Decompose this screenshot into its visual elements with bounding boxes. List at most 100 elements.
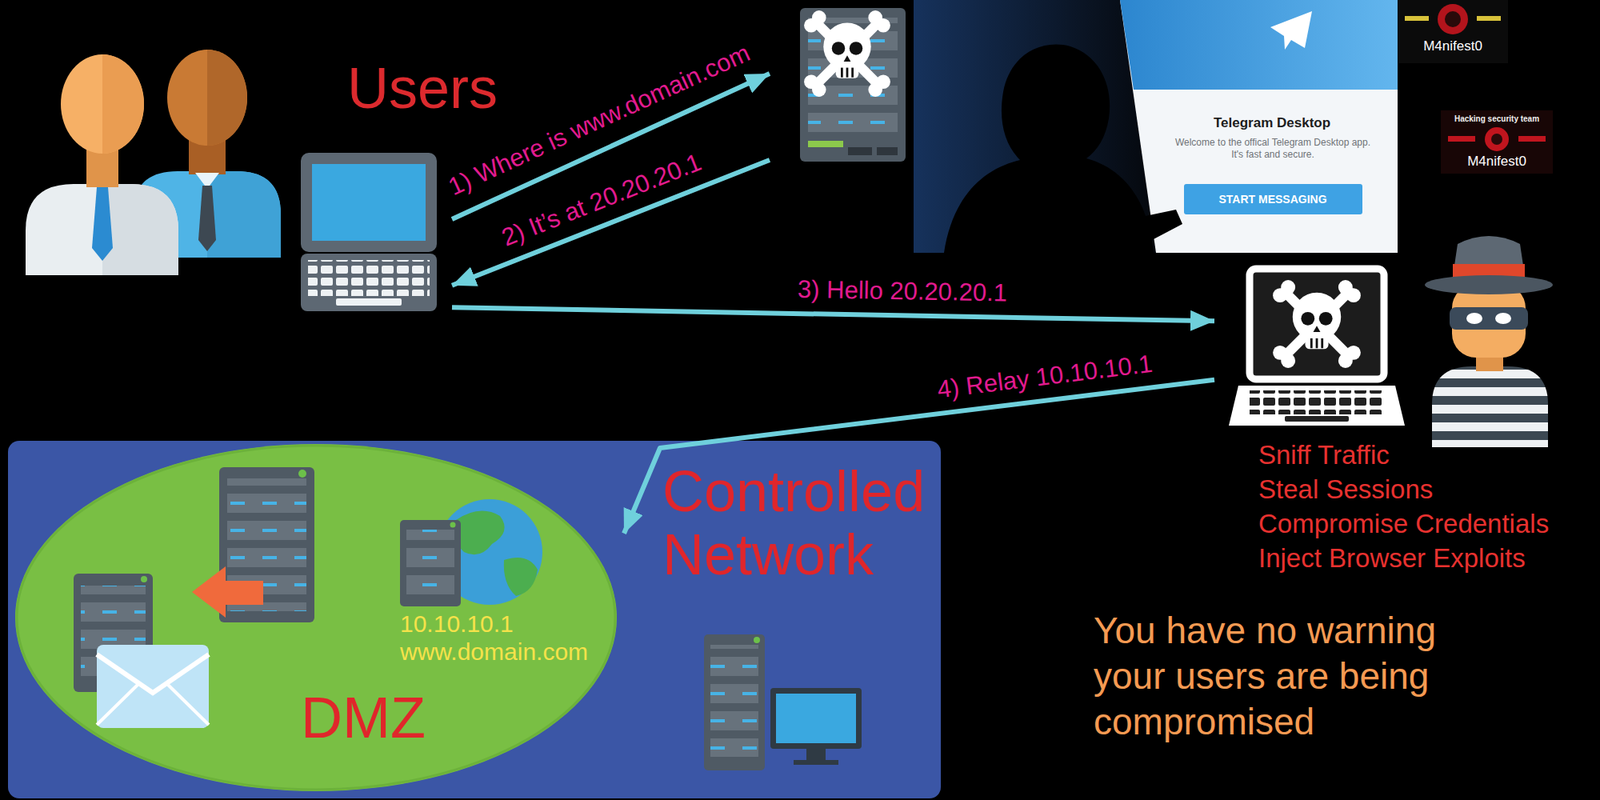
user-icon [102, 54, 144, 154]
workstation-icon [753, 636, 760, 644]
web-server-icon [406, 529, 455, 600]
user-laptop [312, 164, 426, 241]
label-holder: 4) Relay 10.10.10.1 [936, 348, 1155, 404]
workstation-icon [776, 693, 856, 744]
dns-server-icon [808, 140, 844, 148]
text-holder: Steal Sessions [1258, 472, 1433, 506]
app-title: Telegram Desktop [1213, 115, 1331, 132]
team-logo [1476, 16, 1501, 21]
web-server-icon [453, 511, 505, 556]
user-icon [25, 49, 281, 276]
team-logo [1398, 0, 1508, 64]
mail-server [140, 576, 148, 583]
step-label: 3) Hello 20.20.20.1 [797, 275, 1008, 308]
warning-note: You have no warning your users are being… [1093, 608, 1470, 745]
user-icon [25, 184, 179, 276]
user-icon [207, 171, 281, 258]
web-server: 10.10.10.1 www.domain.com [396, 504, 624, 677]
team-logo [1448, 136, 1476, 142]
telegram-photo [913, 0, 1398, 253]
logo-text: M4nifest0 [1467, 153, 1527, 170]
zone-title: DMZ [300, 684, 426, 752]
text-holder: Sniff Traffic [1258, 438, 1390, 472]
users-group: Users [24, 48, 452, 324]
hacker-figure [1452, 264, 1525, 277]
team-logo [1437, 4, 1468, 35]
user-laptop [300, 152, 437, 312]
dmz-zone: DMZ 10.10.10.1 www.domain.com [15, 444, 617, 792]
text-holder: Compromise Credentials [1258, 507, 1549, 540]
team-logo [1404, 16, 1429, 21]
telegram-photo [1120, 0, 1398, 90]
dns-server [769, 6, 914, 167]
user-icon [92, 187, 113, 261]
hacker-figure [1424, 236, 1553, 448]
label-holder: 3) Hello 20.20.20.1 [797, 275, 1008, 308]
workstation-icon [704, 634, 765, 771]
attacker-laptop-icon [1249, 390, 1384, 415]
telegram-photo [944, 44, 1183, 253]
dmz-fill [15, 444, 617, 792]
telegram-photo [913, 0, 1398, 253]
text-holder: M4nifest0 [1423, 38, 1483, 55]
workstation-icon [806, 748, 826, 760]
workstation-icon [793, 760, 839, 765]
attack-step: Sniff Traffic [1258, 438, 1390, 472]
web-server-icon [400, 520, 461, 607]
text-holder: You have no warning your users are being… [1093, 608, 1470, 745]
attacker-laptop-icon [1284, 416, 1349, 422]
web-server-icon [504, 557, 538, 596]
hacker-figure [1449, 307, 1528, 330]
user-laptop [300, 253, 437, 312]
text-holder: 10.10.10.1 www.domain.com [400, 610, 610, 666]
team-logo [1440, 110, 1553, 174]
logo-tagline: Hacking security team [1454, 114, 1540, 124]
network-title: Controlled Network [662, 460, 935, 587]
telegram-photo [1184, 184, 1363, 215]
attack-step: Compromise Credentials [1258, 507, 1549, 540]
mail-server [96, 684, 209, 725]
web-server-icon [450, 522, 456, 528]
web-server-icon [400, 499, 543, 607]
mail-server [96, 644, 209, 728]
mail-server [73, 573, 209, 728]
user-icon [167, 49, 248, 146]
team-logo [1440, 110, 1553, 174]
step-label: 4) Relay 10.10.10.1 [936, 348, 1155, 404]
hacker-figure [1432, 366, 1548, 448]
dmz-server [298, 469, 307, 478]
dns-server-icon [800, 8, 906, 162]
attack-step: Steal Sessions [1258, 472, 1433, 506]
user-laptop [300, 152, 437, 252]
hacker-figure [1466, 312, 1483, 324]
logo-text: M4nifest0 [1423, 38, 1483, 55]
telegram-photo [1270, 11, 1312, 50]
user-icon [198, 185, 216, 252]
text-holder: Inject Browser Exploits [1258, 541, 1526, 575]
team-logo [1491, 133, 1503, 145]
text-holder: DMZ [300, 684, 426, 752]
text-holder: Welcome to the offical Telegram Desktop … [1170, 136, 1376, 161]
text-holder: M4nifest0 [1467, 153, 1527, 170]
attacker-machine: Sniff TrafficSteal SessionsCompromise Cr… [1214, 232, 1576, 584]
mail-server [96, 654, 209, 693]
user-icon [102, 184, 179, 276]
team-logo [1444, 11, 1461, 28]
team-logo [1484, 127, 1509, 152]
user-laptop [336, 298, 402, 306]
dns-server-icon [804, 10, 891, 97]
hacker-figure [1424, 275, 1553, 295]
dns-server-icon [848, 147, 872, 156]
text-holder: START MESSAGING [1218, 192, 1327, 206]
transfer-arrow [192, 566, 264, 618]
workstation-icon [770, 688, 862, 749]
flow-arrow [452, 307, 1215, 321]
text-holder: Controlled Network [662, 460, 935, 587]
button-label: START MESSAGING [1218, 192, 1327, 206]
dns-server-icon [800, 8, 906, 162]
attacker-laptop-icon [1228, 385, 1405, 426]
group-heading: Users [347, 55, 498, 122]
attacker-laptop-icon [1228, 268, 1405, 426]
user-icon [207, 49, 248, 146]
zone-outline [16, 445, 616, 790]
